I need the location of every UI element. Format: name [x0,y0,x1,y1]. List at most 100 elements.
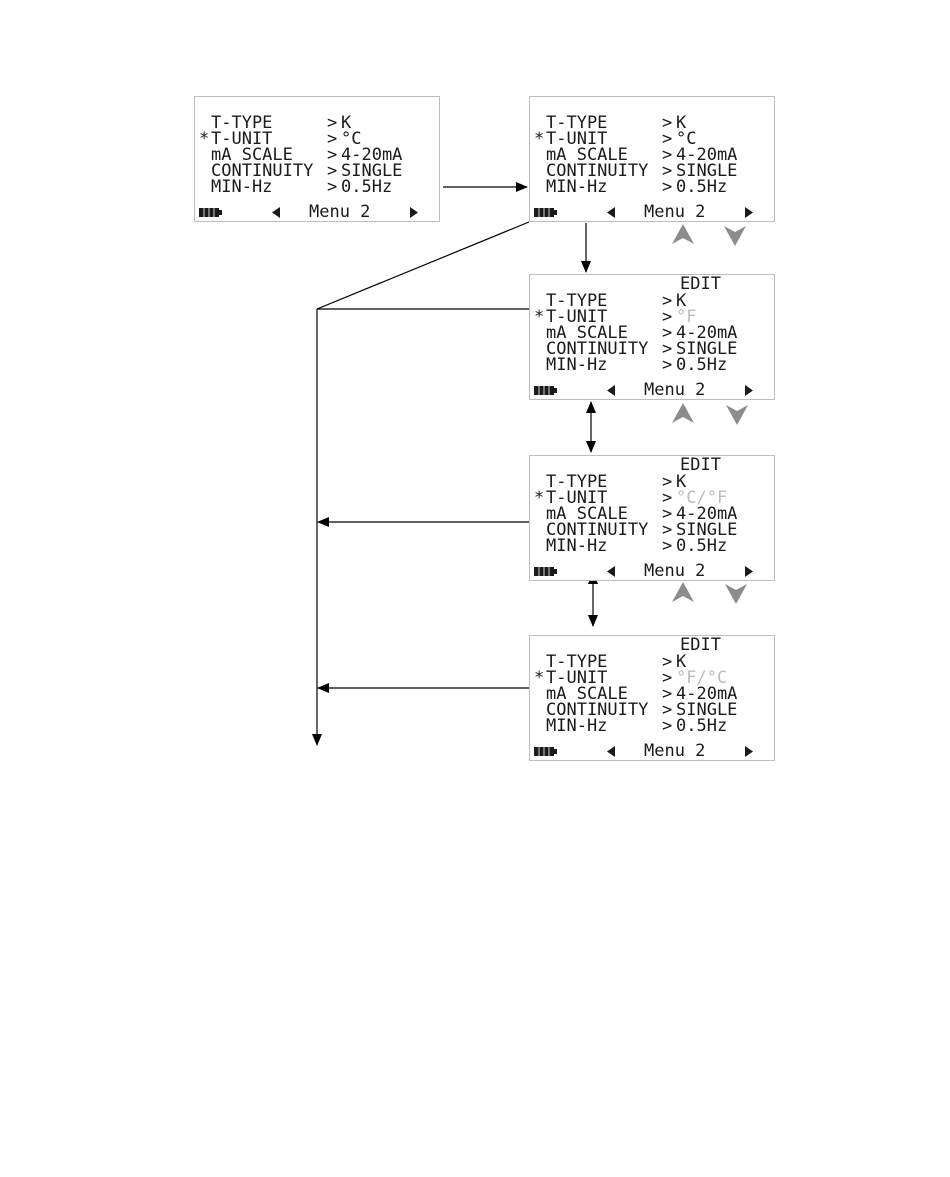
setting-row-min-hz: MIN-Hz>0.5Hz [534,177,772,197]
separator: > [662,307,673,327]
setting-row-t-type: T-TYPE>K [534,472,772,492]
triangle-left-icon [607,746,615,757]
triangle-right-icon [745,207,753,218]
setting-value: SINGLE [676,520,738,540]
setting-value: K [676,291,687,311]
separator: > [662,520,673,540]
lcd-screen-4: EDIT T-TYPE>K *T-UNIT>°C/°F mA SCALE>4-2… [529,455,775,581]
separator: > [662,536,673,556]
battery-icon [534,747,557,756]
setting-label: mA SCALE [546,323,628,343]
setting-value: K [676,652,687,672]
triangle-right-icon [745,566,753,577]
setting-row-ma-scale: mA SCALE>4-20mA [534,504,772,524]
battery-icon [534,386,557,395]
setting-label: MIN-Hz [546,355,608,375]
setting-value: SINGLE [676,700,738,720]
setting-label: T-UNIT [546,488,608,508]
setting-label: CONTINUITY [546,339,649,359]
up-key-icon [672,403,694,423]
setting-label: CONTINUITY [546,520,649,540]
setting-value: 4-20mA [341,145,403,165]
setting-label: CONTINUITY [546,161,649,181]
selection-star: * [534,488,545,508]
separator: > [662,488,673,508]
setting-row-t-type: T-TYPE>K [534,652,772,672]
setting-value-editing: °F [676,307,697,327]
setting-label: CONTINUITY [546,700,649,720]
separator: > [662,339,673,359]
separator: > [662,716,673,736]
separator: > [327,113,338,133]
down-key-icon [726,405,748,425]
setting-value: 0.5Hz [676,716,728,736]
setting-row-continuity: CONTINUITY>SINGLE [534,161,772,181]
triangle-right-icon [745,385,753,396]
setting-label: mA SCALE [211,145,293,165]
setting-label: MIN-Hz [211,177,273,197]
diagonal-exit-line [316,221,530,310]
selection-star: * [199,129,210,149]
setting-row-ma-scale: mA SCALE >4-20mA [199,145,437,165]
setting-row-t-unit: *T-UNIT>°F [534,307,772,327]
setting-row-t-unit: *T-UNIT >°C [199,129,437,149]
setting-label: mA SCALE [546,145,628,165]
settings-list: T-TYPE>K *T-UNIT>°C mA SCALE>4-20mA CONT… [199,113,437,197]
setting-label: mA SCALE [546,684,628,704]
triangle-left-icon [272,207,280,218]
setting-row-continuity: CONTINUITY>SINGLE [199,161,437,181]
setting-row-min-hz: MIN-Hz>0.5Hz [534,536,772,556]
setting-row-min-hz: MIN-Hz>0.5Hz [199,177,437,197]
setting-value: 0.5Hz [676,355,728,375]
setting-row-t-unit: *T-UNIT>°C [534,129,772,149]
setting-value-editing: °F/°C [676,668,728,688]
setting-value: 0.5Hz [676,177,728,197]
separator: > [662,668,673,688]
setting-value: 4-20mA [676,323,738,343]
separator: > [662,684,673,704]
triangle-right-icon [745,746,753,757]
edit-label: EDIT [680,455,721,475]
screen-footer: Menu 2 [530,204,774,221]
selection-star: * [534,307,545,327]
setting-label: T-TYPE [546,291,608,311]
separator: > [662,129,673,149]
screen-footer: Menu 2 [530,561,774,581]
separator: > [327,177,338,197]
setting-value: 4-20mA [676,504,738,524]
separator: > [327,129,338,149]
setting-row-t-unit: *T-UNIT>°C/°F [534,488,772,508]
setting-value: SINGLE [676,339,738,359]
triangle-left-icon [607,566,615,577]
down-key-icon [725,584,747,604]
separator: > [662,291,673,311]
setting-row-ma-scale: mA SCALE >4-20mA [534,684,772,704]
setting-value: K [676,113,687,133]
setting-row-ma-scale: mA SCALE>4-20mA [534,323,772,343]
setting-label: MIN-Hz [546,716,608,736]
separator: > [662,472,673,492]
setting-value: 4-20mA [676,684,738,704]
setting-value: K [676,472,687,492]
setting-value: 4-20mA [676,145,738,165]
setting-label: T-TYPE [546,113,608,133]
setting-value: °C [341,129,362,149]
setting-value: °C [676,129,697,149]
triangle-right-icon [410,207,418,218]
battery-icon [534,208,557,217]
setting-value: SINGLE [676,161,738,181]
lcd-screen-1: T-TYPE>K *T-UNIT>°C mA SCALE>4-20mA CONT… [194,96,440,222]
menu-label: Menu 2 [644,561,706,581]
setting-label: CONTINUITY [211,161,314,181]
setting-row-t-type: T-TYPE>K [534,113,772,133]
separator: > [327,145,338,165]
separator: > [662,145,673,165]
settings-list: T-TYPE>K *T-UNIT>°F mA SCALE>4-20mA CONT… [534,291,772,375]
setting-label: T-UNIT [211,129,273,149]
separator: > [662,652,673,672]
setting-label: T-TYPE [211,113,273,133]
screen-footer: Menu 2 [530,743,774,760]
menu-label: Menu 2 [309,202,371,222]
